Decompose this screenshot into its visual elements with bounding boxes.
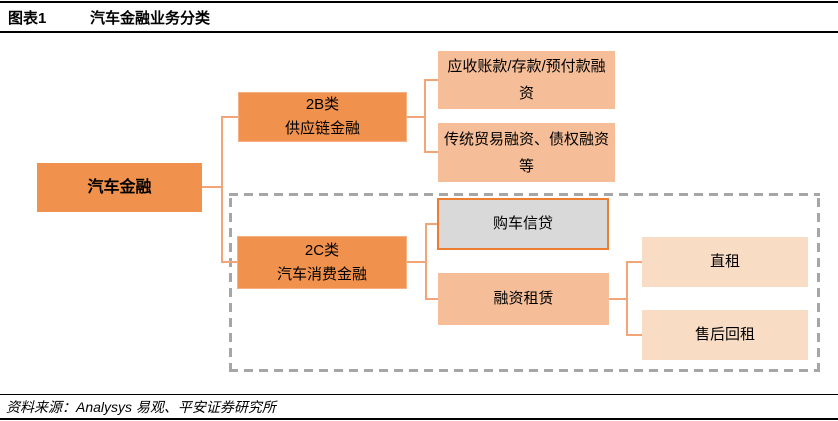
connector-2c-out bbox=[407, 261, 426, 263]
node-receivables-financing: 应收账款/存款/预付款融资 bbox=[438, 51, 615, 109]
title-divider-rule bbox=[0, 31, 838, 33]
connector-to-2b bbox=[221, 116, 238, 118]
node-2b-line1: 2B类 bbox=[305, 96, 340, 113]
node-trade-debt-financing: 传统贸易融资、债权融资等 bbox=[438, 123, 615, 182]
node-auto-finance-root: 汽车金融 bbox=[37, 163, 202, 212]
connector-to-2c bbox=[221, 261, 237, 263]
figure-title-row: 图表1 汽车金融业务分类 bbox=[8, 7, 210, 28]
connector-to-direct bbox=[626, 261, 642, 263]
top-rule bbox=[0, 1, 838, 3]
connector-leasing-out bbox=[609, 298, 627, 300]
connector-2b-out bbox=[407, 116, 425, 118]
connector-2b-vertical bbox=[424, 79, 426, 153]
node-sale-leaseback: 售后回租 bbox=[642, 310, 808, 360]
node-financial-leasing: 融资租赁 bbox=[438, 273, 609, 325]
connector-to-receivables bbox=[424, 79, 438, 81]
bottom-rule bbox=[0, 418, 838, 420]
connector-leasing-vertical bbox=[626, 261, 628, 336]
figure-title: 汽车金融业务分类 bbox=[90, 10, 211, 27]
node-2b-line2: 供应链金融 bbox=[284, 120, 360, 137]
connector-to-credit bbox=[425, 223, 437, 225]
connector-2c-vertical bbox=[425, 223, 427, 300]
node-2b-supply-chain-finance: 2B类 供应链金融 bbox=[238, 92, 407, 142]
connector-to-leasing bbox=[425, 298, 438, 300]
source-divider-rule bbox=[0, 394, 838, 395]
figure-number-label: 图表1 bbox=[8, 10, 47, 27]
connector-root-out bbox=[202, 186, 222, 188]
connector-to-trade bbox=[424, 151, 438, 153]
source-note: 资料来源：Analysys 易观、平安证券研究所 bbox=[6, 399, 276, 415]
node-2c-line2: 汽车消费金融 bbox=[276, 265, 367, 283]
node-2c-line1: 2C类 bbox=[304, 241, 340, 259]
node-2c-consumer-finance: 2C类 汽车消费金融 bbox=[237, 236, 407, 289]
connector-root-vertical bbox=[221, 116, 223, 263]
node-direct-lease: 直租 bbox=[642, 237, 808, 287]
node-car-purchase-credit: 购车信贷 bbox=[437, 198, 609, 250]
connector-to-leaseback bbox=[626, 334, 642, 336]
